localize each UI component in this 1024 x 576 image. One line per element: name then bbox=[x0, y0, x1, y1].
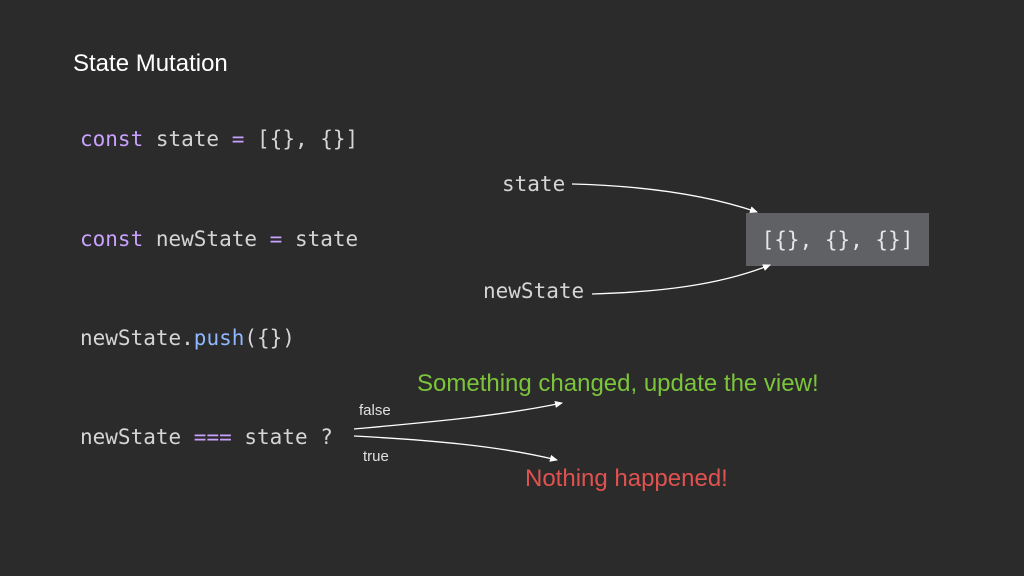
method-push: push bbox=[193, 326, 245, 350]
arrow-false-branch bbox=[353, 401, 563, 430]
code-line-1: const state = [{}, {}] bbox=[80, 126, 358, 152]
expression: [{}, {}] bbox=[244, 127, 359, 151]
result-changed: Something changed, update the view! bbox=[417, 370, 819, 397]
ref-state-label: state bbox=[502, 172, 566, 196]
arrow-state-to-array bbox=[571, 183, 758, 214]
comparison-right: state ? bbox=[231, 425, 333, 449]
comparison-left: newState bbox=[80, 425, 194, 449]
ref-newstate-label: newState bbox=[483, 279, 585, 303]
identifier: newState bbox=[143, 227, 270, 251]
expression: state bbox=[282, 227, 359, 251]
operator: = bbox=[269, 227, 283, 251]
keyword-const: const bbox=[80, 127, 144, 151]
keyword-const: const bbox=[80, 227, 144, 251]
array-value-box: [{}, {}, {}] bbox=[746, 213, 929, 266]
call-args: ({}) bbox=[244, 326, 295, 350]
code-line-4: newState === state ? bbox=[80, 424, 333, 450]
operator: = bbox=[231, 127, 245, 151]
arrow-newstate-to-array bbox=[591, 264, 771, 295]
array-value: [{}, {}, {}] bbox=[761, 227, 914, 252]
operator-strict-equal: === bbox=[193, 425, 232, 449]
arrow-true-branch bbox=[353, 435, 558, 462]
code-line-2: const newState = state bbox=[80, 226, 358, 252]
branch-false-label: false bbox=[359, 402, 391, 419]
result-nothing: Nothing happened! bbox=[525, 465, 728, 492]
code-line-3: newState.push({}) bbox=[80, 325, 295, 351]
slide-title: State Mutation bbox=[73, 50, 228, 77]
object-ref: newState. bbox=[80, 326, 194, 350]
branch-true-label: true bbox=[363, 448, 389, 465]
identifier: state bbox=[143, 127, 232, 151]
